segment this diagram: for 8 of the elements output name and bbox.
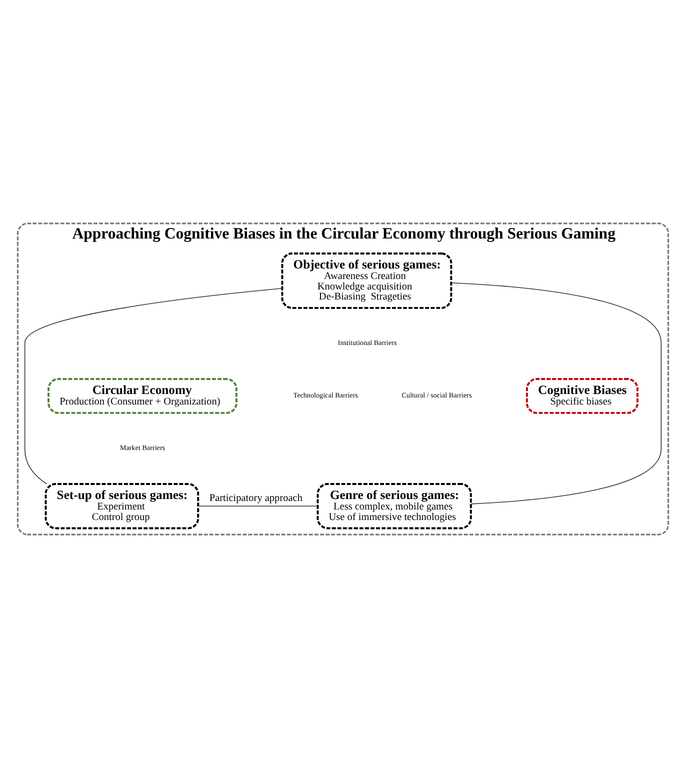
node-box: Cognitive Biases Specific biases	[526, 378, 638, 414]
connector	[451, 282, 662, 504]
node-box: Set-up of serious games: Experiment Control group	[44, 483, 200, 530]
edge-label: Participatory approach	[209, 492, 302, 504]
node-box: Objective of serious games: Awareness Creation Knowledge acquisition De-Biasing Strageties	[281, 252, 452, 309]
node-box: Genre of serious games: Less complex, mobile games Use of immersive technologies	[316, 483, 472, 530]
node-box: Circular Economy Production (Consumer + Organization)	[48, 378, 238, 414]
connector	[24, 288, 283, 484]
